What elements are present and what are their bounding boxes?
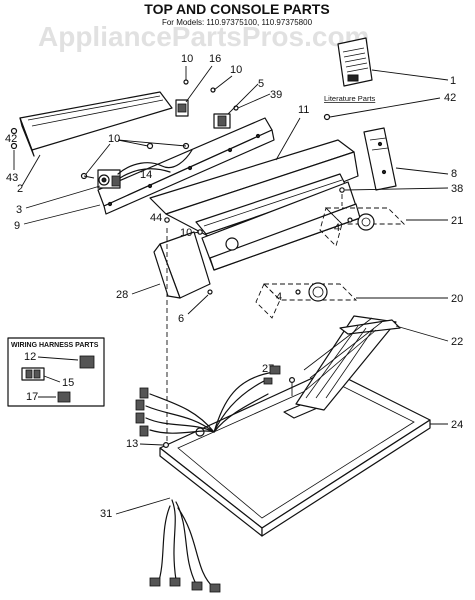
- callout-31: 31: [100, 508, 112, 520]
- timer-switch: [97, 169, 121, 189]
- dryer-top: [159, 369, 431, 537]
- back-panel: [19, 91, 173, 157]
- callout-38: 38: [451, 183, 463, 195]
- callout-4-lower: 4: [276, 291, 282, 303]
- callout-1: 1: [450, 75, 456, 87]
- knob-20-box: [255, 282, 358, 319]
- callout-44: 44: [150, 212, 162, 224]
- callout-22: 22: [451, 336, 463, 348]
- callout-17: 17: [26, 391, 38, 403]
- lint-filter: [295, 315, 401, 411]
- callout-2: 2: [17, 183, 23, 195]
- console-housing: [201, 181, 361, 271]
- callout-16: 16: [209, 53, 221, 65]
- callout-28: 28: [116, 289, 128, 301]
- callout-20: 20: [451, 293, 463, 305]
- callout-42-left: 42: [5, 133, 17, 145]
- callout-24: 24: [451, 419, 463, 431]
- callout-21: 21: [451, 215, 463, 227]
- callout-8: 8: [451, 168, 457, 180]
- lower-wire-harness: [149, 499, 221, 593]
- wiring-harness-box: WIRING HARNESS PARTS: [7, 337, 105, 407]
- callout-5: 5: [258, 78, 264, 90]
- model-subtitle: For Models: 110.97375100, 110.97375800: [162, 18, 313, 27]
- page-title: TOP AND CONSOLE PARTS: [144, 1, 329, 17]
- callout-39: 39: [270, 89, 282, 101]
- callout-12: 12: [24, 351, 36, 363]
- callout-13: 13: [126, 438, 138, 450]
- literature-parts-label: Literature Parts: [324, 94, 376, 103]
- callout-10-b: 10: [230, 64, 242, 76]
- watermark: AppliancePartsPros.com: [38, 21, 369, 52]
- knob-21-box: [319, 207, 406, 247]
- literature-booklet: [337, 37, 373, 87]
- callout-9: 9: [14, 220, 20, 232]
- callout-10-c: 10: [180, 227, 192, 239]
- callout-10-console: 10: [108, 133, 120, 145]
- console-side-panel: [153, 231, 211, 299]
- callout-14: 14: [140, 169, 152, 181]
- wire-harness: [135, 365, 281, 437]
- callout-10-a: 10: [181, 53, 193, 65]
- console-top-frame: [149, 139, 359, 237]
- callout-3: 3: [16, 204, 22, 216]
- callout-11: 11: [298, 104, 309, 116]
- callout-42-right: 42: [444, 92, 456, 104]
- selector-switch: [213, 113, 231, 129]
- callout-43: 43: [6, 172, 18, 184]
- console-end-cap: [363, 127, 397, 191]
- callout-6: 6: [178, 313, 184, 325]
- wiring-harness-label: WIRING HARNESS PARTS: [11, 342, 99, 349]
- callout-15: 15: [62, 377, 74, 389]
- push-switch: [175, 99, 189, 117]
- console-panel: [97, 117, 275, 215]
- callout-4-upper: 4: [334, 222, 340, 234]
